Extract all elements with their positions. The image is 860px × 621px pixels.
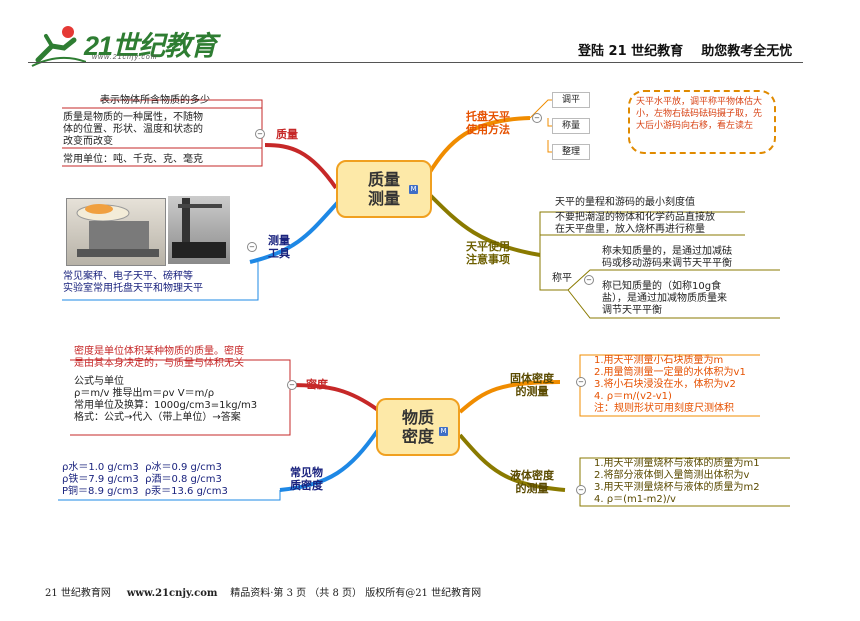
topic-notes-line1: 天平使用 [466, 240, 510, 253]
collapse-icon[interactable]: − [532, 113, 542, 123]
density-ice: ρ冰＝0.9 g/cm3 [145, 462, 222, 473]
footer-site: 21 世纪教育网 [45, 588, 111, 599]
topic-tools-line2: 工具 [268, 247, 290, 260]
density-formula: 公式与单位 ρ＝m/v 推导出m＝ρv V＝m/ρ 常用单位及换算：1000g/… [74, 376, 257, 424]
center-mass-line2: 测量 [367, 189, 400, 208]
note-unknown-line1: 称未知质量的，是通过加减砝 [602, 246, 732, 257]
footer-rest: 精品资料·第 3 页 （共 8 页） 版权所有@21 世纪教育网 [230, 588, 482, 599]
footer: 21 世纪教育网 www.21cnjy.com 精品资料·第 3 页 （共 8 … [45, 584, 481, 599]
logo [30, 22, 200, 70]
topic-solid-line2: 的测量 [515, 385, 549, 398]
logo-text: 21世纪教育 [84, 31, 217, 61]
density-definition: 密度是单位体积某种物质的质量。密度 是由其本身决定的，与质量与体积无关 [74, 346, 244, 370]
collapse-icon[interactable]: − [576, 485, 586, 495]
scale-icon [76, 204, 159, 257]
note-weigh-label: 称平 [552, 273, 572, 284]
note-known-line1: 称已知质量的（如称10g食 [602, 281, 722, 292]
tools-text-line1: 常见案秤、电子天平、磅秤等 [63, 271, 193, 282]
collapse-icon[interactable]: − [287, 380, 297, 390]
mass-attribute-line1: 质量是物质的一种属性，不随物 [63, 112, 203, 123]
mass-definition: 表示物体所含物质的多少 [100, 95, 210, 106]
note-known-mass: 称已知质量的（如称10g食 盐），是通过加减物质质量来 调节天平平衡 [602, 281, 727, 317]
note-badge-icon[interactable]: M [439, 427, 448, 436]
beam-scale-icon [172, 198, 226, 258]
topic-common-density[interactable]: 常见物 质密度 [290, 466, 323, 492]
topic-tools[interactable]: 测量 工具 [268, 234, 290, 260]
note-unknown-mass: 称未知质量的，是通过加减砝 码或移动游码来调节天平平衡 [602, 246, 732, 270]
formula-line2: ρ＝m/v 推导出m＝ρv V＝m/ρ [74, 388, 215, 399]
solid-step4: 4. ρ＝m/(v2-v1) [594, 391, 672, 402]
topic-method-line2: 使用方法 [466, 123, 510, 136]
footer-url[interactable]: www.21cnjy.com [126, 588, 218, 599]
collapse-icon[interactable]: − [584, 275, 594, 285]
center-density-line1: 物质 [401, 408, 434, 427]
topic-density[interactable]: 密度 [306, 378, 328, 391]
mass-attribute-line2: 体的位置、形状、温度和状态的 [63, 124, 203, 135]
step-weigh[interactable]: 称量 [552, 118, 590, 134]
liquid-step2: 2.将部分液体倒入量筒测出体积为v [594, 470, 750, 481]
formula-line3: 常用单位及换算：1000g/cm3=1kg/m3 [74, 400, 258, 411]
solid-note: 注：规则形状可用刻度尺测体积 [594, 403, 734, 414]
header-divider [28, 62, 803, 63]
mass-attribute-line3: 改变而改变 [63, 136, 113, 147]
common-density-values: ρ水＝1.0 g/cm3 ρ冰＝0.9 g/cm3 ρ铁＝7.9 g/cm3 ρ… [62, 462, 228, 498]
topic-mass[interactable]: 质量 [276, 128, 298, 141]
topic-common-line1: 常见物 [290, 466, 323, 479]
step-level[interactable]: 调平 [552, 92, 590, 108]
liquid-step1: 1.用天平测量烧杯与液体的质量为m1 [594, 458, 760, 469]
note-unknown-line2: 码或移动游码来调节天平平衡 [602, 258, 732, 269]
density-copper: P铜＝8.9 g/cm3 [62, 486, 139, 497]
note-range: 天平的量程和游码的最小刻度值 [555, 197, 695, 208]
note-badge-icon[interactable]: M [409, 185, 418, 194]
density-water: ρ水＝1.0 g/cm3 [62, 462, 139, 473]
note-known-line2: 盐），是通过加减物质质量来 [602, 293, 727, 304]
density-mercury: ρ汞＝13.6 g/cm3 [144, 486, 228, 497]
density-iron: ρ铁＝7.9 g/cm3 [62, 474, 139, 485]
density-alcohol: ρ酒＝0.8 g/cm3 [145, 474, 222, 485]
solid-steps: 1.用天平测量小石块质量为m 2.用量筒测量一定量的水体积为v1 3.将小石块浸… [594, 355, 746, 415]
topic-method-line1: 托盘天平 [466, 110, 510, 123]
topic-balance-notes[interactable]: 天平使用 注意事项 [466, 240, 510, 266]
note-known-line3: 调节天平平衡 [602, 305, 662, 316]
beam-scale-image [168, 196, 230, 264]
liquid-step4: 4. ρ＝(m1-m2)/v [594, 494, 676, 505]
mass-unit: 常用单位：吨、千克、克、毫克 [63, 154, 203, 165]
topic-liquid-density[interactable]: 液体密度 的测量 [510, 469, 554, 495]
note-caution: 不要把潮湿的物体和化学药品直接放 在天平盘里，放入烧杯再进行称量 [555, 212, 715, 236]
solid-step1: 1.用天平测量小石块质量为m [594, 355, 724, 366]
topic-tools-line1: 测量 [268, 234, 290, 247]
center-density-line2: 密度 [401, 427, 434, 446]
formula-line1: 公式与单位 [74, 376, 124, 387]
density-def-line2: 是由其本身决定的，与质量与体积无关 [74, 358, 244, 369]
runner-icon [31, 26, 87, 67]
tools-text: 常见案秤、电子天平、磅秤等 实验室常用托盘天平和物理天平 [63, 271, 203, 295]
header-slogan: 登陆 21 世纪教育 助您教考全无忧 [578, 44, 793, 59]
logo-url: www.21cnjy.com [92, 54, 158, 61]
formula-line4: 格式：公式→代入（带上单位）→答案 [74, 412, 241, 423]
topic-liquid-line1: 液体密度 [510, 469, 554, 482]
collapse-icon[interactable]: − [255, 129, 265, 139]
note-caution-line1: 不要把潮湿的物体和化学药品直接放 [555, 212, 715, 223]
collapse-icon[interactable]: − [576, 377, 586, 387]
method-mnemonic-cloud: 天平水平放，调平称平物体估大小，左物右砝码砝码摄子取，先大后小游码向右移，看左读… [628, 90, 776, 154]
liquid-step3: 3.用天平测量烧杯与液体的质量为m2 [594, 482, 760, 493]
center-mass-line1: 质量 [367, 170, 400, 189]
solid-step3: 3.将小石块浸没在水，体积为v2 [594, 379, 736, 390]
solid-step2: 2.用量筒测量一定量的水体积为v1 [594, 367, 746, 378]
topic-common-line2: 质密度 [290, 479, 323, 492]
topic-balance-method[interactable]: 托盘天平 使用方法 [466, 110, 510, 136]
liquid-steps: 1.用天平测量烧杯与液体的质量为m1 2.将部分液体倒入量筒测出体积为v 3.用… [594, 458, 760, 506]
topic-solid-line1: 固体密度 [510, 372, 554, 385]
topic-liquid-line2: 的测量 [515, 482, 549, 495]
tools-text-line2: 实验室常用托盘天平和物理天平 [63, 283, 203, 294]
mass-attribute: 质量是物质的一种属性，不随物 体的位置、形状、温度和状态的 改变而改变 [63, 112, 203, 148]
density-def-line1: 密度是单位体积某种物质的质量。密度 [74, 346, 244, 357]
topic-notes-line2: 注意事项 [466, 253, 510, 266]
step-tidy[interactable]: 整理 [552, 144, 590, 160]
note-caution-line2: 在天平盘里，放入烧杯再进行称量 [555, 224, 705, 235]
collapse-icon[interactable]: − [247, 242, 257, 252]
platform-scale-image [66, 198, 166, 266]
topic-solid-density[interactable]: 固体密度 的测量 [510, 372, 554, 398]
